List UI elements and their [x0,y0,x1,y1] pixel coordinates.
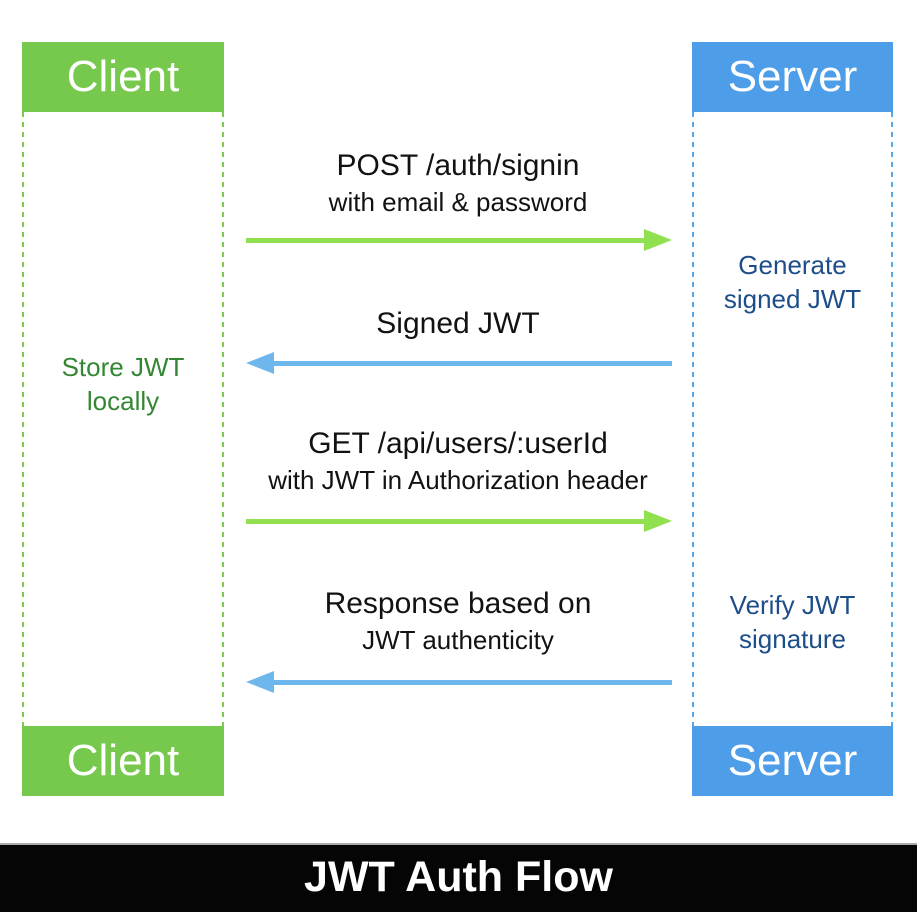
message-post-signin-label: POST /auth/signin with email & password [240,147,676,220]
server-bottom-box: Server [692,726,893,796]
message-line: POST /auth/signin [336,149,580,182]
arrow-shaft [274,361,672,366]
note-line: Generate [738,250,847,280]
note-store-jwt: Store JWT locally [22,350,224,418]
client-lifeline-right [222,112,224,726]
diagram-title-bar: JWT Auth Flow [0,845,917,912]
message-line: GET /api/users/:userId [308,427,608,460]
server-lifeline-left [692,112,694,726]
client-top-box: Client [22,42,224,112]
arrow-head [246,352,274,374]
note-generate-jwt: Generate signed JWT [692,248,893,316]
message-get-user-label: GET /api/users/:userId with JWT in Autho… [240,425,676,498]
message-line: JWT authenticity [362,625,554,655]
arrow-head [246,671,274,693]
diagram-title: JWT Auth Flow [304,853,613,901]
arrow-shaft [246,238,644,243]
arrow-shaft [274,680,672,685]
client-lifeline-left [22,112,24,726]
message-line: Signed JWT [376,307,540,340]
server-top-box: Server [692,42,893,112]
arrow-head [644,229,672,251]
arrow-shaft [246,519,644,524]
note-line: signed JWT [723,284,862,314]
server-lifeline-right [891,112,893,726]
message-signed-jwt-label: Signed JWT [240,305,676,342]
message-line: with JWT in Authorization header [268,465,648,495]
note-line: signature [739,624,846,654]
client-bottom-box: Client [22,726,224,796]
message-line: Response based on [324,587,592,620]
message-line: with email & password [328,187,588,217]
note-line: Verify JWT [729,590,856,620]
arrow-head [644,510,672,532]
note-line: Store JWT [61,352,185,382]
footer-separator [0,843,917,845]
note-verify-jwt: Verify JWT signature [692,588,893,656]
note-line: locally [86,386,160,416]
message-response-label: Response based on JWT authenticity [240,585,676,658]
